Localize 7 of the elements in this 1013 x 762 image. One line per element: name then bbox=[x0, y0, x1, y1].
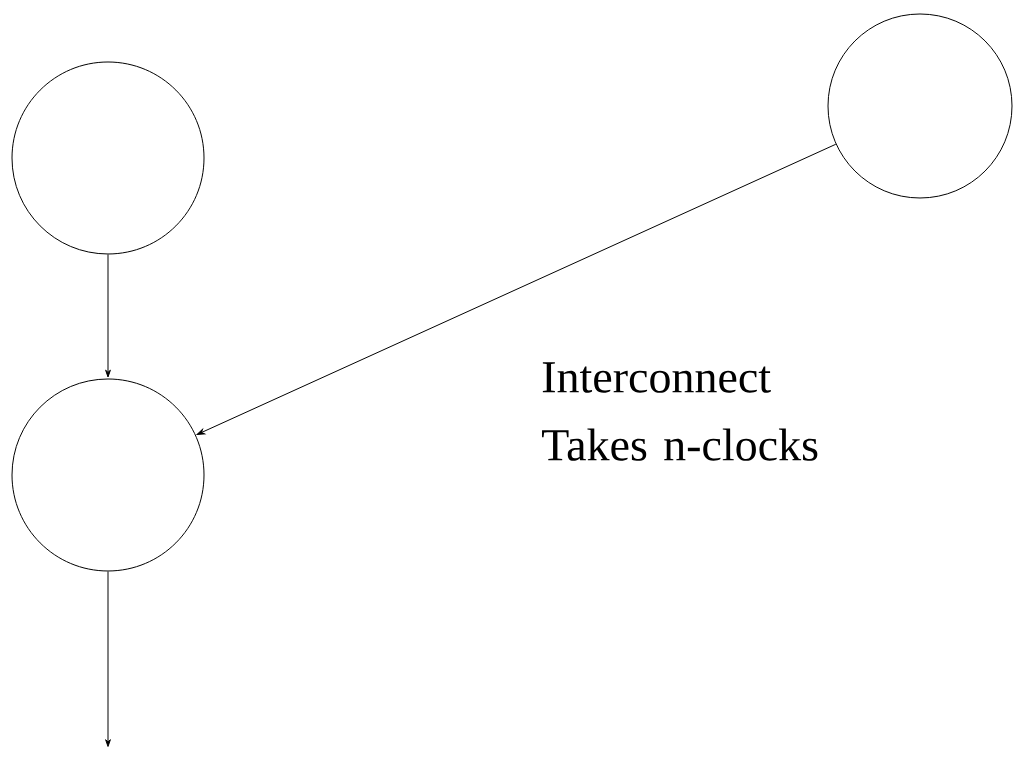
circle-node bbox=[11, 378, 205, 572]
note-text: Interconnect Takes n-clocks bbox=[542, 362, 818, 461]
circle-node bbox=[11, 61, 205, 255]
arrow bbox=[196, 143, 837, 435]
circle-node bbox=[827, 13, 1013, 199]
arrow bbox=[105, 254, 111, 378]
arrow bbox=[105, 571, 111, 747]
